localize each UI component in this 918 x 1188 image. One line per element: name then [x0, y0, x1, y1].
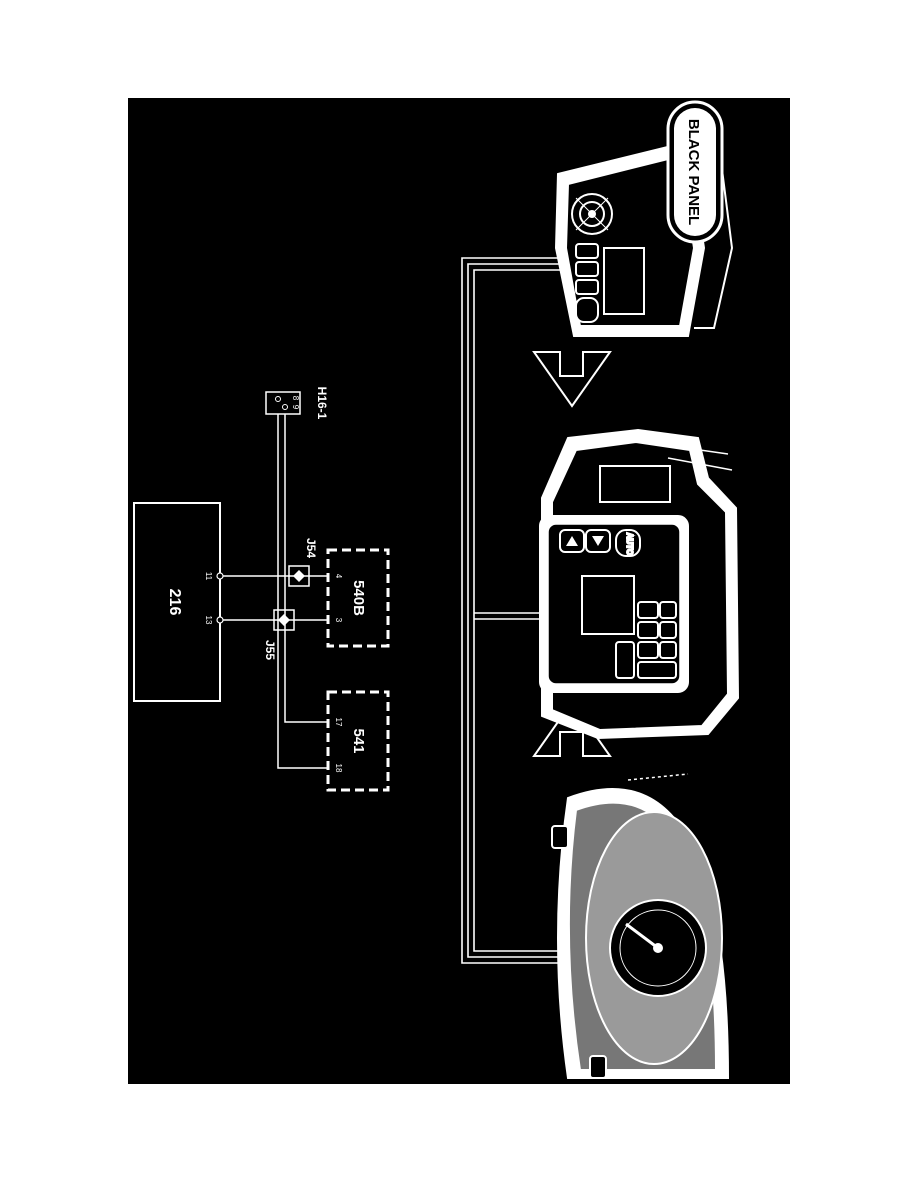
junction-j54-box — [288, 565, 310, 587]
black-panel-label: BLACK PANEL — [685, 119, 702, 225]
temp-up-icon — [566, 536, 578, 546]
climate-control-unit: AUTO — [539, 428, 740, 740]
module-216-box — [133, 502, 221, 702]
module-540b-label: 540B — [350, 580, 367, 616]
module-216-pin-11: 11 — [204, 572, 213, 581]
module-541-box — [326, 690, 390, 792]
connector-pin-9: 9 — [291, 405, 300, 410]
wire-pin8-to-541-pin17 — [284, 414, 328, 723]
arrows — [532, 351, 612, 757]
junction-j54-diamond — [293, 570, 305, 582]
module-540b-pin-3: 3 — [334, 618, 343, 623]
arrow-down-from-radio — [532, 351, 612, 408]
junction-j55-box — [273, 609, 295, 631]
pin-h16-8 — [282, 404, 288, 410]
pin-216-11 — [216, 572, 224, 580]
black-panel-badge: BLACK PANEL — [666, 100, 724, 244]
diagram-panel: 216 11 13 540B 4 3 541 17 18 J54 J55 H16… — [128, 98, 790, 1084]
wiring-diagram: 216 11 13 540B 4 3 541 17 18 J54 J55 H16… — [133, 100, 740, 1079]
arrow-up-from-cluster — [532, 700, 612, 757]
pin-216-13 — [216, 616, 224, 624]
climate-display — [581, 575, 635, 635]
connector-h16-1-box — [265, 391, 301, 415]
radio-unit — [554, 136, 734, 337]
module-216-pin-13: 13 — [204, 616, 213, 625]
connector-h16-1-label: H16-1 — [315, 387, 329, 420]
junction-j55-label: J55 — [263, 640, 277, 660]
wire-pin9-to-541-pin18 — [277, 414, 328, 769]
junction-j54-label: J54 — [304, 538, 318, 558]
module-541-pin-18: 18 — [334, 764, 343, 773]
pin-h16-9 — [275, 396, 281, 402]
module-540b-box — [326, 548, 390, 648]
schematic-labels: 216 11 13 540B 4 3 541 17 18 J54 J55 H16… — [166, 387, 367, 773]
connector-pin-8: 8 — [291, 396, 300, 401]
module-216-label: 216 — [166, 589, 183, 616]
auto-button-label: AUTO — [625, 533, 634, 556]
instrument-cluster — [551, 773, 730, 1079]
temp-down-icon — [592, 536, 604, 546]
junction-j55-diamond — [278, 614, 290, 626]
wiring-schematic — [133, 391, 390, 792]
module-541-pin-17: 17 — [334, 718, 343, 727]
module-541-label: 541 — [350, 728, 367, 753]
module-540b-pin-4: 4 — [334, 574, 343, 579]
gauge-needle — [625, 922, 659, 950]
